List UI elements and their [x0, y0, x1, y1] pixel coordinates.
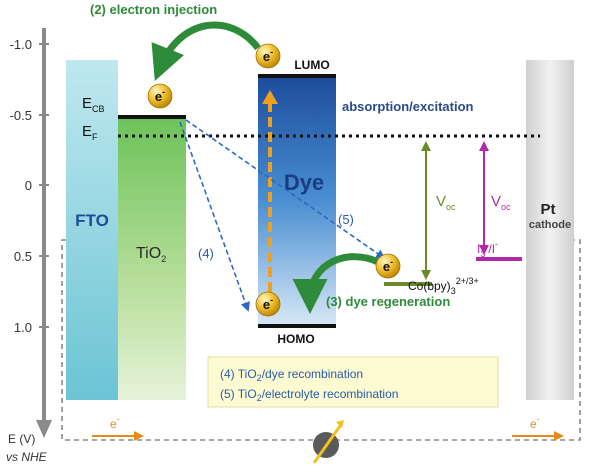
- step4-label: (4): [198, 246, 214, 261]
- axis-tick-label: 1.0: [14, 320, 32, 335]
- step2-label: (2) electron injection: [90, 2, 217, 17]
- step1-number: (1): [304, 99, 320, 114]
- recombination-arrow-5: [185, 119, 386, 260]
- axis-tick-label: -1.0: [10, 37, 32, 52]
- cathode-label: cathode: [529, 219, 571, 231]
- recombination-arrow-4: [179, 121, 250, 312]
- axis-ticks: [39, 43, 49, 328]
- axis-tick-label: 0.5: [14, 249, 32, 264]
- electron-tio2: e-: [147, 83, 173, 109]
- voc-iodide-label: Voc: [491, 193, 511, 212]
- dye-label: Dye: [284, 170, 324, 195]
- voc-cobalt-label: Voc: [436, 193, 456, 212]
- pt-cathode-block: [526, 60, 574, 400]
- excitation-arrowhead: [262, 90, 278, 104]
- cobalt-redox-label: Co(bpy)32+/3+: [408, 276, 479, 296]
- energy-axis-arrowhead: [36, 420, 52, 438]
- svg-text:e-: e-: [383, 257, 393, 274]
- circuit-electron-right: e-: [530, 414, 540, 431]
- electron-redox: e-: [375, 253, 401, 279]
- legend-line-4: (4) TiO2/dye recombination: [220, 367, 363, 383]
- svg-text:e-: e-: [263, 295, 273, 312]
- electron-homo: e-: [255, 291, 281, 317]
- axis-tick-label: 0: [25, 178, 32, 193]
- legend-line-5: (5) TiO2/electrolyte recombination: [220, 387, 398, 403]
- tio2-label: TiO2: [136, 245, 166, 264]
- lumo-label: LUMO: [294, 58, 329, 72]
- electron-injection-arrow: [151, 21, 261, 81]
- ecb-label: ECB: [82, 95, 105, 114]
- load-resistor-icon: [312, 420, 344, 464]
- fto-label: FTO: [75, 211, 109, 230]
- svg-text:e-: e-: [263, 47, 273, 64]
- step3-label: (3) dye regeneration: [326, 294, 450, 309]
- step5-label: (5): [338, 212, 354, 227]
- electron-lumo: e-: [255, 43, 281, 69]
- ef-label: EF: [82, 123, 98, 142]
- recombination-legend-box: [207, 356, 499, 408]
- axis-label-reference: vs NHE: [6, 450, 48, 464]
- axis-label: E (V): [8, 432, 35, 446]
- axis-tick-label: -0.5: [10, 108, 32, 123]
- homo-label: HOMO: [277, 332, 314, 346]
- step1-label: absorption/excitation: [342, 99, 474, 114]
- fto-block: [66, 60, 118, 400]
- pt-label: Pt: [541, 201, 556, 218]
- circuit-electron-left: e-: [110, 414, 120, 431]
- iodide-redox-label: I3-/I-: [477, 239, 498, 259]
- dye-regeneration-arrow: [292, 253, 380, 314]
- tio2-block: [118, 117, 186, 400]
- svg-text:e-: e-: [155, 87, 165, 104]
